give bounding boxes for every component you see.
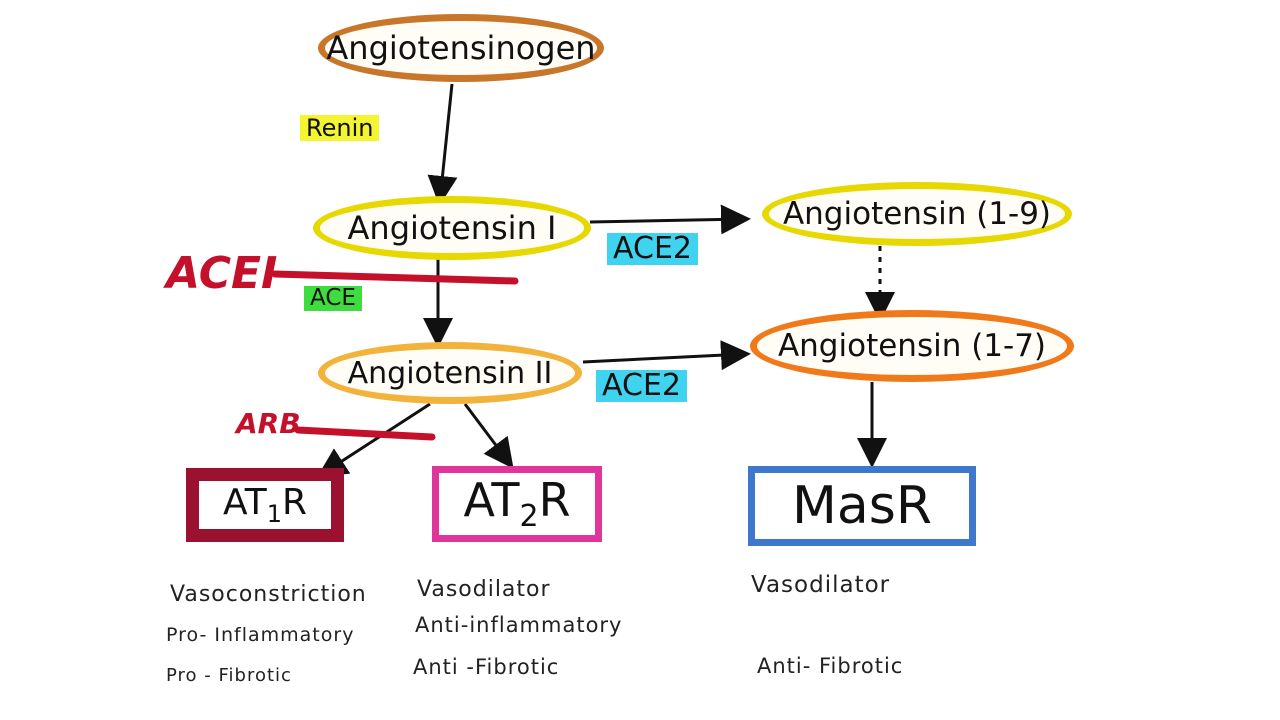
angiotensinogen-node: Angiotensinogen xyxy=(318,14,604,82)
masr-box: MasR xyxy=(748,466,976,546)
arrow-angiotensin-ii-to-at1r xyxy=(316,402,431,478)
angiotensin-ii-label: Angiotensin II xyxy=(347,355,553,391)
masr-effect-1: Vasodilator xyxy=(751,572,891,598)
arb-block-bar xyxy=(294,426,436,441)
ace-label: ACE xyxy=(304,286,362,311)
acei-block-bar xyxy=(271,270,519,285)
at1r-effect-3: Pro - Fibrotic xyxy=(166,665,292,686)
angiotensin-1-9-label: Angiotensin (1-9) xyxy=(782,196,1052,232)
angiotensin-1-7-label: Angiotensin (1-7) xyxy=(777,328,1047,364)
at2r-label: AT2R xyxy=(463,473,571,535)
at2r-box: AT2R xyxy=(432,466,602,542)
angiotensin-ii-node: Angiotensin II xyxy=(318,342,582,404)
acei-label: ACEI xyxy=(166,248,278,299)
at2r-effect-2: Anti-inflammatory xyxy=(415,613,623,637)
at2r-effect-1: Vasodilator xyxy=(417,577,551,602)
arb-label: ARB xyxy=(236,407,301,440)
at1r-effect-1: Vasoconstriction xyxy=(170,582,367,607)
at1r-box: AT1R xyxy=(186,468,344,542)
arrow-angiotensin-i-to-angiotensin-1-9 xyxy=(589,204,751,235)
angiotensinogen-label: Angiotensinogen xyxy=(326,29,596,67)
ace2-top-label: ACE2 xyxy=(607,233,698,265)
angiotensin-1-9-node: Angiotensin (1-9) xyxy=(762,182,1072,246)
ace2-bottom-label: ACE2 xyxy=(596,370,687,402)
masr-label: MasR xyxy=(792,476,932,536)
angiotensin-1-7-node: Angiotensin (1-7) xyxy=(750,310,1074,382)
at1r-effect-2: Pro- Inflammatory xyxy=(166,624,355,646)
at1r-label: AT1R xyxy=(222,481,308,529)
renin-label: Renin xyxy=(300,115,380,141)
masr-effect-2: Anti- Fibrotic xyxy=(757,654,904,678)
at2r-effect-3: Anti -Fibrotic xyxy=(413,655,560,679)
angiotensin-i-label: Angiotensin I xyxy=(347,209,557,247)
arrow-angiotensin-ii-to-at2r xyxy=(463,403,514,469)
arrow-angiotensinogen-to-angiotensin-i xyxy=(427,83,458,206)
angiotensin-i-node: Angiotensin I xyxy=(313,196,591,260)
arrow-angiotensin-ii-to-angiotensin-1-7 xyxy=(582,340,751,371)
